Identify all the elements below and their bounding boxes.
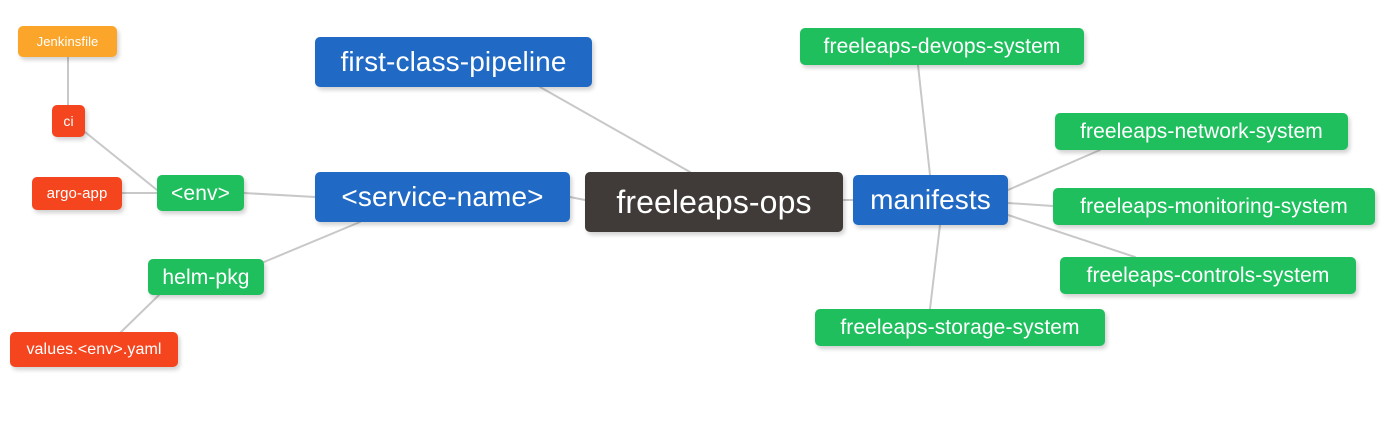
edge-service-name-to-freeleaps-ops — [569, 196, 586, 201]
edge-env-to-service-name — [243, 192, 316, 198]
node-manifests[interactable]: manifests — [853, 175, 1008, 225]
node-label-env: <env> — [171, 181, 230, 205]
node-label-jenkinsfile: Jenkinsfile — [36, 34, 99, 49]
node-service-name[interactable]: <service-name> — [315, 172, 570, 222]
node-controls-system[interactable]: freeleaps-controls-system — [1060, 257, 1356, 294]
edge-service-name-to-helm-pkg — [263, 221, 361, 263]
node-label-ci: ci — [63, 113, 74, 129]
node-label-network-system: freeleaps-network-system — [1080, 120, 1323, 143]
edge-manifests-to-network-system — [1007, 149, 1101, 191]
node-label-values-yaml: values.<env>.yaml — [26, 340, 162, 358]
node-devops-system[interactable]: freeleaps-devops-system — [800, 28, 1084, 65]
node-label-first-class-pipeline: first-class-pipeline — [340, 46, 567, 77]
node-values-yaml[interactable]: values.<env>.yaml — [10, 332, 178, 367]
node-label-freeleaps-ops: freeleaps-ops — [616, 184, 812, 220]
node-label-controls-system: freeleaps-controls-system — [1086, 264, 1330, 287]
node-helm-pkg[interactable]: helm-pkg — [148, 259, 264, 295]
node-label-helm-pkg: helm-pkg — [162, 265, 250, 289]
node-freeleaps-ops[interactable]: freeleaps-ops — [585, 172, 843, 232]
node-label-service-name: <service-name> — [341, 181, 544, 212]
node-monitoring-system[interactable]: freeleaps-monitoring-system — [1053, 188, 1375, 225]
edge-helm-pkg-to-values-yaml — [119, 293, 161, 334]
node-label-argo-app: argo-app — [46, 185, 108, 202]
node-label-devops-system: freeleaps-devops-system — [823, 35, 1061, 58]
edge-first-class-pipeline-to-freeleaps-ops — [539, 86, 691, 173]
edge-manifests-to-storage-system — [929, 224, 941, 310]
node-ci[interactable]: ci — [52, 105, 85, 137]
node-first-class-pipeline[interactable]: first-class-pipeline — [315, 37, 592, 87]
edge-manifests-to-monitoring-system — [1007, 202, 1054, 207]
node-label-storage-system: freeleaps-storage-system — [840, 316, 1080, 339]
node-env[interactable]: <env> — [157, 175, 244, 211]
edge-manifests-to-devops-system — [917, 64, 931, 176]
node-label-manifests: manifests — [870, 184, 991, 215]
node-label-monitoring-system: freeleaps-monitoring-system — [1080, 195, 1348, 218]
node-storage-system[interactable]: freeleaps-storage-system — [815, 309, 1105, 346]
node-argo-app[interactable]: argo-app — [32, 177, 122, 210]
node-jenkinsfile[interactable]: Jenkinsfile — [18, 26, 117, 57]
node-network-system[interactable]: freeleaps-network-system — [1055, 113, 1348, 150]
